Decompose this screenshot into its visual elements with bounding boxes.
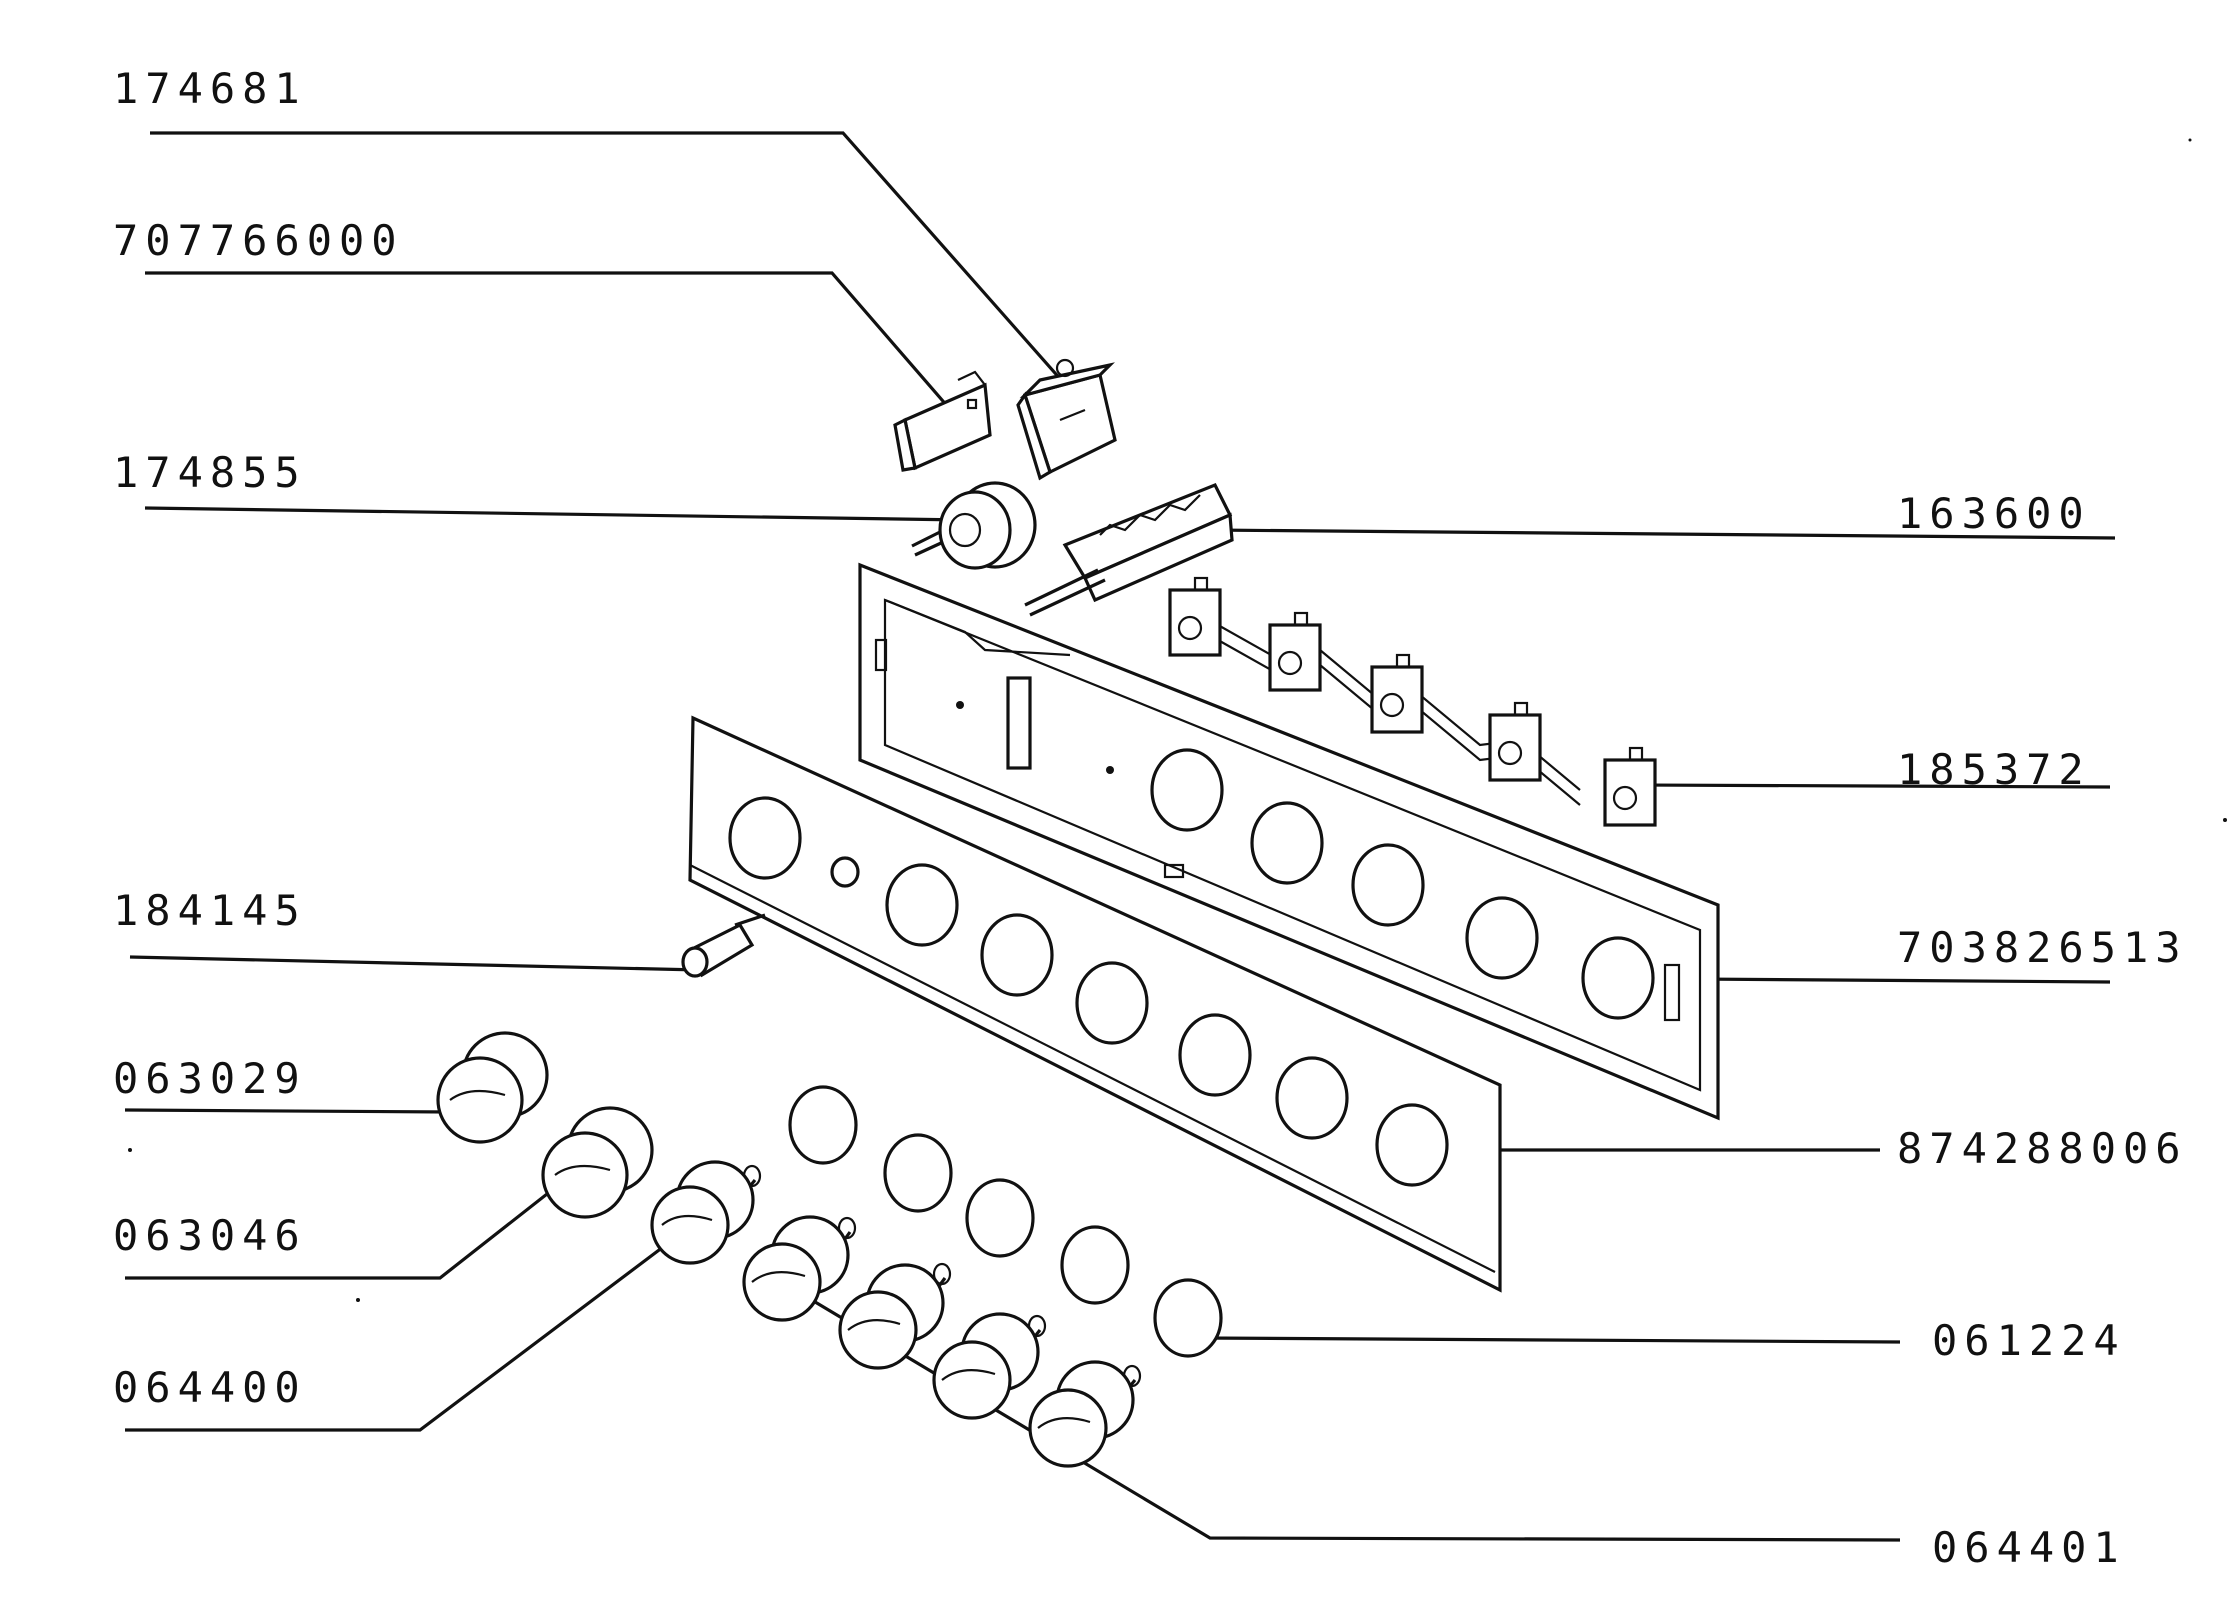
knob-064401-1 bbox=[742, 1215, 857, 1322]
switch-unit-4 bbox=[1488, 701, 1542, 782]
label-703826513: 703826513 bbox=[1897, 923, 2188, 972]
rotary-control-part bbox=[911, 481, 1037, 570]
leader-064401 bbox=[774, 1276, 1901, 1542]
leader-707766000 bbox=[145, 271, 957, 417]
selector-switch-part bbox=[1024, 482, 1234, 617]
leader-174855 bbox=[144, 506, 966, 522]
scan-specks bbox=[128, 138, 2227, 1302]
control-panel-frame bbox=[858, 562, 1720, 1121]
label-061224: 061224 bbox=[1932, 1316, 2126, 1365]
switch-unit-2 bbox=[1268, 611, 1322, 692]
bezel-ring-1 bbox=[788, 1085, 858, 1165]
knob-064401-4 bbox=[1028, 1360, 1142, 1468]
knob-064400 bbox=[650, 1160, 762, 1265]
leader-lines bbox=[124, 131, 2116, 1542]
leader-063046 bbox=[125, 1170, 576, 1280]
label-163600: 163600 bbox=[1897, 489, 2091, 538]
bracket-part bbox=[893, 370, 992, 472]
label-174681: 174681 bbox=[113, 64, 307, 113]
switch-chain-part bbox=[1168, 576, 1657, 827]
label-063046: 063046 bbox=[113, 1211, 307, 1260]
switch-unit-5 bbox=[1603, 746, 1657, 827]
label-063029: 063029 bbox=[113, 1054, 307, 1103]
label-707766000: 707766000 bbox=[113, 216, 404, 265]
label-064400: 064400 bbox=[113, 1363, 307, 1412]
knob-063029 bbox=[436, 1031, 549, 1144]
bezel-ring-4 bbox=[1060, 1225, 1130, 1305]
leader-185372 bbox=[1639, 783, 2111, 789]
knob-064401-3 bbox=[932, 1312, 1047, 1420]
bezel-ring-2 bbox=[883, 1133, 953, 1213]
label-874288006: 874288006 bbox=[1897, 1124, 2188, 1173]
front-fascia-panel bbox=[688, 715, 1502, 1293]
leader-163600 bbox=[1209, 528, 2116, 540]
leader-064400 bbox=[125, 1236, 676, 1432]
label-184145: 184145 bbox=[113, 886, 307, 935]
bezel-ring-3 bbox=[965, 1178, 1035, 1258]
leader-184145 bbox=[129, 955, 701, 972]
label-174855: 174855 bbox=[113, 448, 307, 497]
knobs-064401 bbox=[742, 1215, 1142, 1468]
indicator-lamp-part bbox=[681, 913, 766, 978]
thermostat-switch-part bbox=[1016, 358, 1117, 481]
bezel-rings bbox=[788, 1085, 1223, 1358]
switch-unit-3 bbox=[1370, 653, 1424, 734]
bezel-ring-5 bbox=[1153, 1278, 1223, 1358]
switch-unit-1 bbox=[1168, 576, 1222, 657]
leader-174681 bbox=[150, 131, 1072, 392]
label-064401: 064401 bbox=[1932, 1523, 2126, 1572]
knob-064401-2 bbox=[838, 1262, 952, 1370]
leader-061224 bbox=[1199, 1336, 1901, 1344]
leader-063029 bbox=[124, 1108, 451, 1114]
knob-063046 bbox=[541, 1106, 654, 1219]
